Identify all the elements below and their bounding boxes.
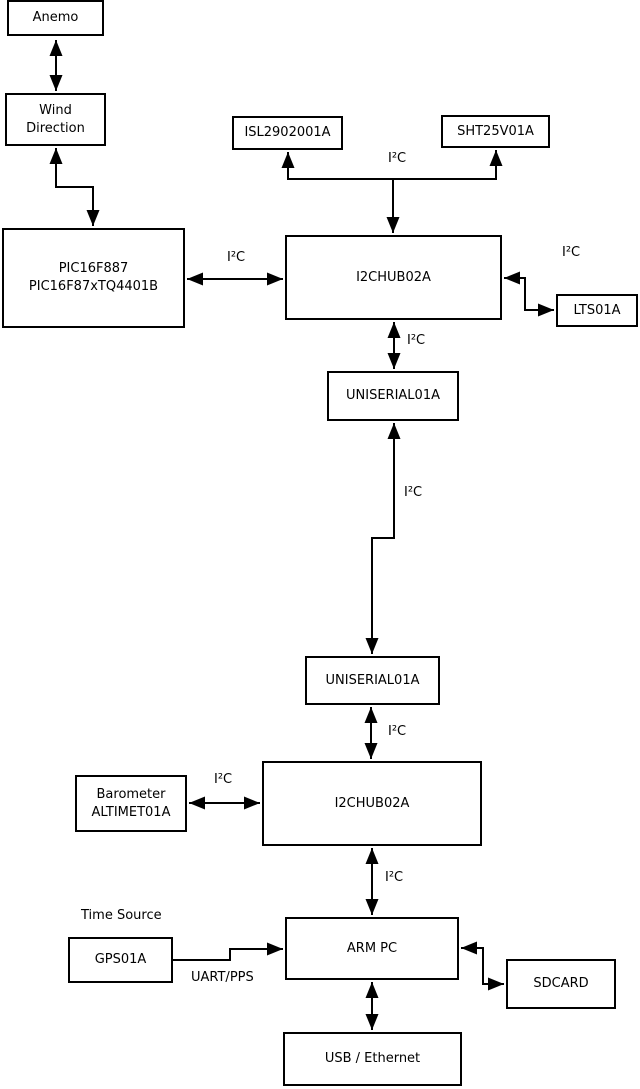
uart-pps-edge-label: UART/PPS	[191, 970, 254, 985]
node-wind-direction-label-line2: Direction	[26, 120, 85, 136]
i2c-edge-label-barometer: I²C	[214, 772, 233, 787]
i2c-edge-label-sensor-bus: I²C	[388, 151, 407, 166]
node-i2chub02a-bottom: I2CHUB02A	[262, 761, 482, 846]
node-gps01a: GPS01A	[68, 937, 173, 983]
node-usb-ethernet-label: USB / Ethernet	[324, 1051, 421, 1067]
node-anemo-label: Anemo	[32, 10, 79, 26]
node-uniserial01a-top-label: UNISERIAL01A	[346, 388, 440, 404]
node-arm-pc-label: ARM PC	[346, 940, 398, 956]
node-gps01a-label: GPS01A	[94, 952, 147, 968]
node-uniserial01a-bottom-label: UNISERIAL01A	[325, 672, 420, 688]
node-pic16f887: PIC16F887 PIC16F87xTQ4401B	[2, 228, 185, 328]
node-i2chub02a-top: I2CHUB02A	[285, 235, 502, 320]
node-lts01a-label: LTS01A	[573, 302, 621, 318]
node-barometer-label-line2: ALTIMET01A	[91, 804, 171, 820]
connector-bus-isl-hub1	[281, 152, 400, 233]
node-lts01a: LTS01A	[556, 294, 638, 327]
connector-armpc-sdcard	[461, 941, 504, 991]
node-i2chub02a-top-label: I2CHUB02A	[356, 269, 431, 285]
node-pic16f887-label-line1: PIC16F887	[58, 261, 129, 277]
i2c-edge-label-lts: I²C	[562, 245, 581, 260]
node-wind-direction: Wind Direction	[5, 93, 106, 146]
connector-hub1-lts	[504, 271, 554, 317]
node-wind-direction-label-line1: Wind	[39, 102, 72, 118]
i2c-edge-label-uniserial-bottom: I²C	[388, 724, 407, 739]
node-uniserial01a-top: UNISERIAL01A	[327, 371, 459, 421]
node-pic16f887-label-line2: PIC16F87xTQ4401B	[28, 279, 159, 294]
connector-bus-sht	[394, 150, 503, 180]
node-i2chub02a-bottom-label: I2CHUB02A	[334, 795, 410, 811]
connector-wind-pic	[49, 148, 100, 226]
connector-gps-armpc	[173, 942, 283, 961]
time-source-label: Time Source	[81, 908, 162, 923]
node-anemo: Anemo	[7, 0, 104, 36]
node-barometer-label-line1: Barometer	[96, 786, 166, 802]
i2c-edge-label-long-link: I²C	[404, 485, 423, 500]
connector-uniserial1-uniserial2	[365, 423, 401, 654]
node-sht25v01a-label: SHT25V01A	[457, 123, 534, 139]
node-sdcard: SDCARD	[506, 959, 616, 1009]
node-usb-ethernet: USB / Ethernet	[283, 1032, 462, 1086]
i2c-edge-label-uniserial-top: I²C	[407, 333, 426, 348]
node-barometer-altimet01a: Barometer ALTIMET01A	[75, 775, 187, 832]
i2c-edge-label-armpc: I²C	[385, 870, 404, 885]
node-arm-pc: ARM PC	[285, 917, 459, 980]
node-sdcard-label: SDCARD	[533, 976, 589, 992]
node-sht25v01a: SHT25V01A	[441, 115, 550, 148]
node-isl2902001a: ISL2902001A	[232, 116, 343, 150]
i2c-edge-label-pic: I²C	[227, 250, 246, 265]
node-isl2902001a-label: ISL2902001A	[244, 125, 331, 141]
node-uniserial01a-bottom: UNISERIAL01A	[305, 656, 440, 705]
